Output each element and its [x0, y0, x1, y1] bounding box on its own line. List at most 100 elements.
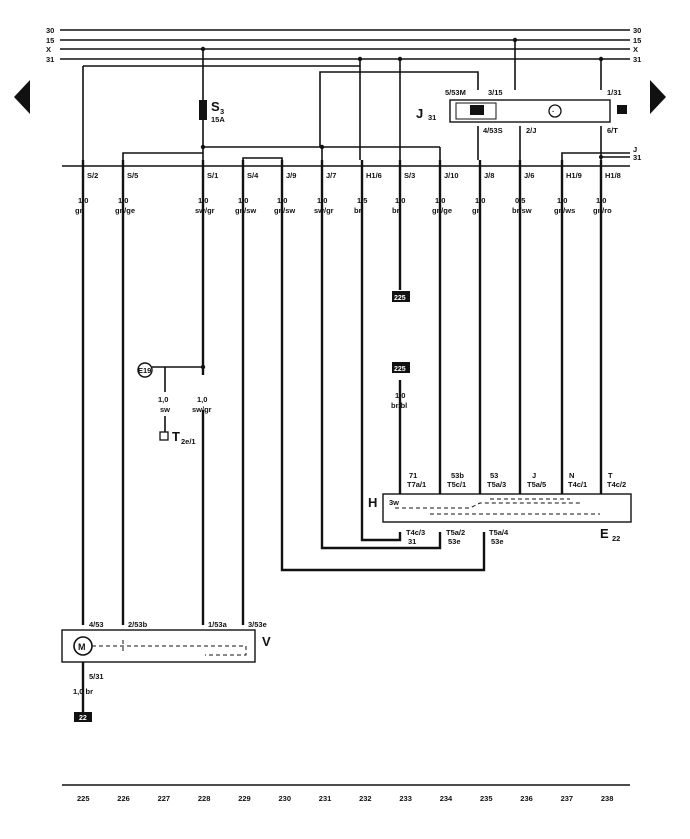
column-number: 233 — [399, 794, 412, 803]
refwire-color: br/bl — [391, 401, 407, 410]
column-number: 232 — [359, 794, 372, 803]
wire-s5-feed — [122, 152, 203, 160]
switch-component-num: 22 — [612, 534, 620, 543]
e19-ground-icon — [137, 362, 153, 378]
ground-point-label: 22 — [79, 715, 87, 722]
column-number: 228 — [198, 794, 211, 803]
switch-internal-line — [395, 502, 580, 509]
wire-color-label: gn/ge — [432, 206, 452, 215]
motor-pin-4: 3/53e — [248, 620, 267, 629]
wire-color-label: br — [354, 206, 362, 215]
wire-size-label: 1,0 — [118, 196, 128, 205]
switch-top-code-6: T — [608, 471, 613, 480]
switch-top-pin-2: T5c/1 — [447, 480, 466, 489]
column-number: 236 — [520, 794, 533, 803]
relay-pin-53s: 4/53S — [483, 126, 503, 135]
motor-name: V — [262, 634, 271, 649]
mid-branch-color: sw/gr — [192, 405, 212, 414]
switch-bottom-pin-2: T5a/2 — [446, 528, 465, 537]
motor-ground-wire: 1,0 br — [73, 687, 93, 696]
junction-dot — [200, 46, 206, 52]
junction-dot — [200, 364, 206, 370]
junction-dot — [512, 37, 518, 43]
fuse-name: S — [211, 99, 220, 114]
relay-pin-53m: 5/53M — [445, 88, 466, 97]
column-number: 225 — [77, 794, 90, 803]
wire-size-label: 1,0 — [78, 196, 88, 205]
wire-size-label: 0,5 — [515, 196, 525, 205]
connector-label: J/9 — [286, 171, 296, 180]
switch-component: E — [600, 526, 609, 541]
wire-color-label: gn/ws — [554, 206, 575, 215]
motor-ground-pin: 5/31 — [89, 672, 104, 681]
connector-label: J/6 — [524, 171, 534, 180]
fuse-icon — [199, 100, 207, 120]
column-number: 237 — [561, 794, 574, 803]
fuse-rating: 15A — [211, 115, 225, 124]
switch-e22: 3w H E 22 71 T7a/1 53b T5c/1 53 T5a/3 J … — [368, 471, 632, 546]
ref-box-upper: 225 — [392, 291, 410, 302]
left-branch-color: sw — [160, 405, 170, 414]
relay-contact-icon — [470, 105, 484, 115]
switch-top-pin-6: T4c/2 — [607, 480, 626, 489]
switch-inner-text: 3w — [389, 498, 399, 507]
wire-color-label: gn — [75, 206, 85, 215]
ref-lower-text: 225 — [394, 366, 406, 373]
connector-label: S/5 — [127, 171, 138, 180]
ref-box-icon — [392, 291, 410, 302]
connector-label: S/2 — [87, 171, 98, 180]
refwire-size: 1,0 — [395, 391, 405, 400]
motor-box — [61, 629, 256, 663]
wire-size-label: 1,0 — [395, 196, 405, 205]
connector-label: S/4 — [247, 171, 259, 180]
wire-size-label: 1,0 — [475, 196, 485, 205]
switch-bottom-pin-3: T5a/4 — [489, 528, 509, 537]
ref-box-lower: 225 — [392, 362, 410, 373]
switch-box — [382, 493, 632, 523]
wire-size-label: 1,0 — [435, 196, 445, 205]
junction-dot — [598, 56, 604, 62]
wire-size-label: 1,0 — [596, 196, 606, 205]
wire-size-label: 1,5 — [357, 196, 367, 205]
wire-col-231 — [320, 218, 442, 550]
motor-pin-2: 2/53b — [128, 620, 148, 629]
column-number: 230 — [279, 794, 292, 803]
motor-pin-3: 1/53a — [208, 620, 228, 629]
relay-pin-t: 6/T — [607, 126, 618, 135]
wire-color-label: gn/ro — [593, 206, 612, 215]
motor-internal-line — [92, 645, 247, 656]
wire-color-label: gn/ge — [115, 206, 135, 215]
connector-row: S/21,0gnS/51,0gn/geS/11,0sw/grS/41,0gn/s… — [75, 160, 621, 218]
column-number: 229 — [238, 794, 251, 803]
lower-wiring — [81, 218, 603, 625]
wire-color-label: sw/gr — [314, 206, 334, 215]
connector-label: J/8 — [484, 171, 494, 180]
motor-pin-1: 4/53 — [89, 620, 104, 629]
rail-label-right-31: 31 — [633, 55, 641, 64]
e19-label: E19 — [138, 366, 151, 375]
fuse-s3: S 3 15A — [199, 99, 225, 124]
left-branch-size: 1,0 — [158, 395, 168, 404]
relay-plug-icon — [617, 105, 627, 114]
t2e-sub: 2e/1 — [181, 437, 196, 446]
ref-upper-text: 225 — [394, 295, 406, 302]
upper-wiring: J 31 — [82, 37, 641, 172]
connector-label: S/3 — [404, 171, 415, 180]
column-number: 227 — [158, 794, 171, 803]
switch-top-pin-5: T4c/1 — [568, 480, 587, 489]
wire-size-label: 1,0 — [198, 196, 208, 205]
previous-arrow-icon[interactable] — [14, 80, 30, 114]
relay-pin-31: 1/31 — [607, 88, 622, 97]
relay-timer-icon — [548, 104, 562, 118]
wire-col-232 — [360, 218, 402, 542]
switch-bottom-pin-1: T4c/3 — [406, 528, 425, 537]
wire-s4-j9-loop — [242, 157, 283, 172]
connector-label: J/10 — [444, 171, 459, 180]
wire-color-label: gn/sw — [274, 206, 295, 215]
wire-h19 — [561, 152, 630, 172]
relay-pin-15: 3/15 — [488, 88, 503, 97]
next-arrow-icon[interactable] — [650, 80, 666, 114]
wire-size-label: 1,0 — [317, 196, 327, 205]
fuse-number: 3 — [220, 107, 224, 116]
switch-top-code-4: J — [532, 471, 536, 480]
